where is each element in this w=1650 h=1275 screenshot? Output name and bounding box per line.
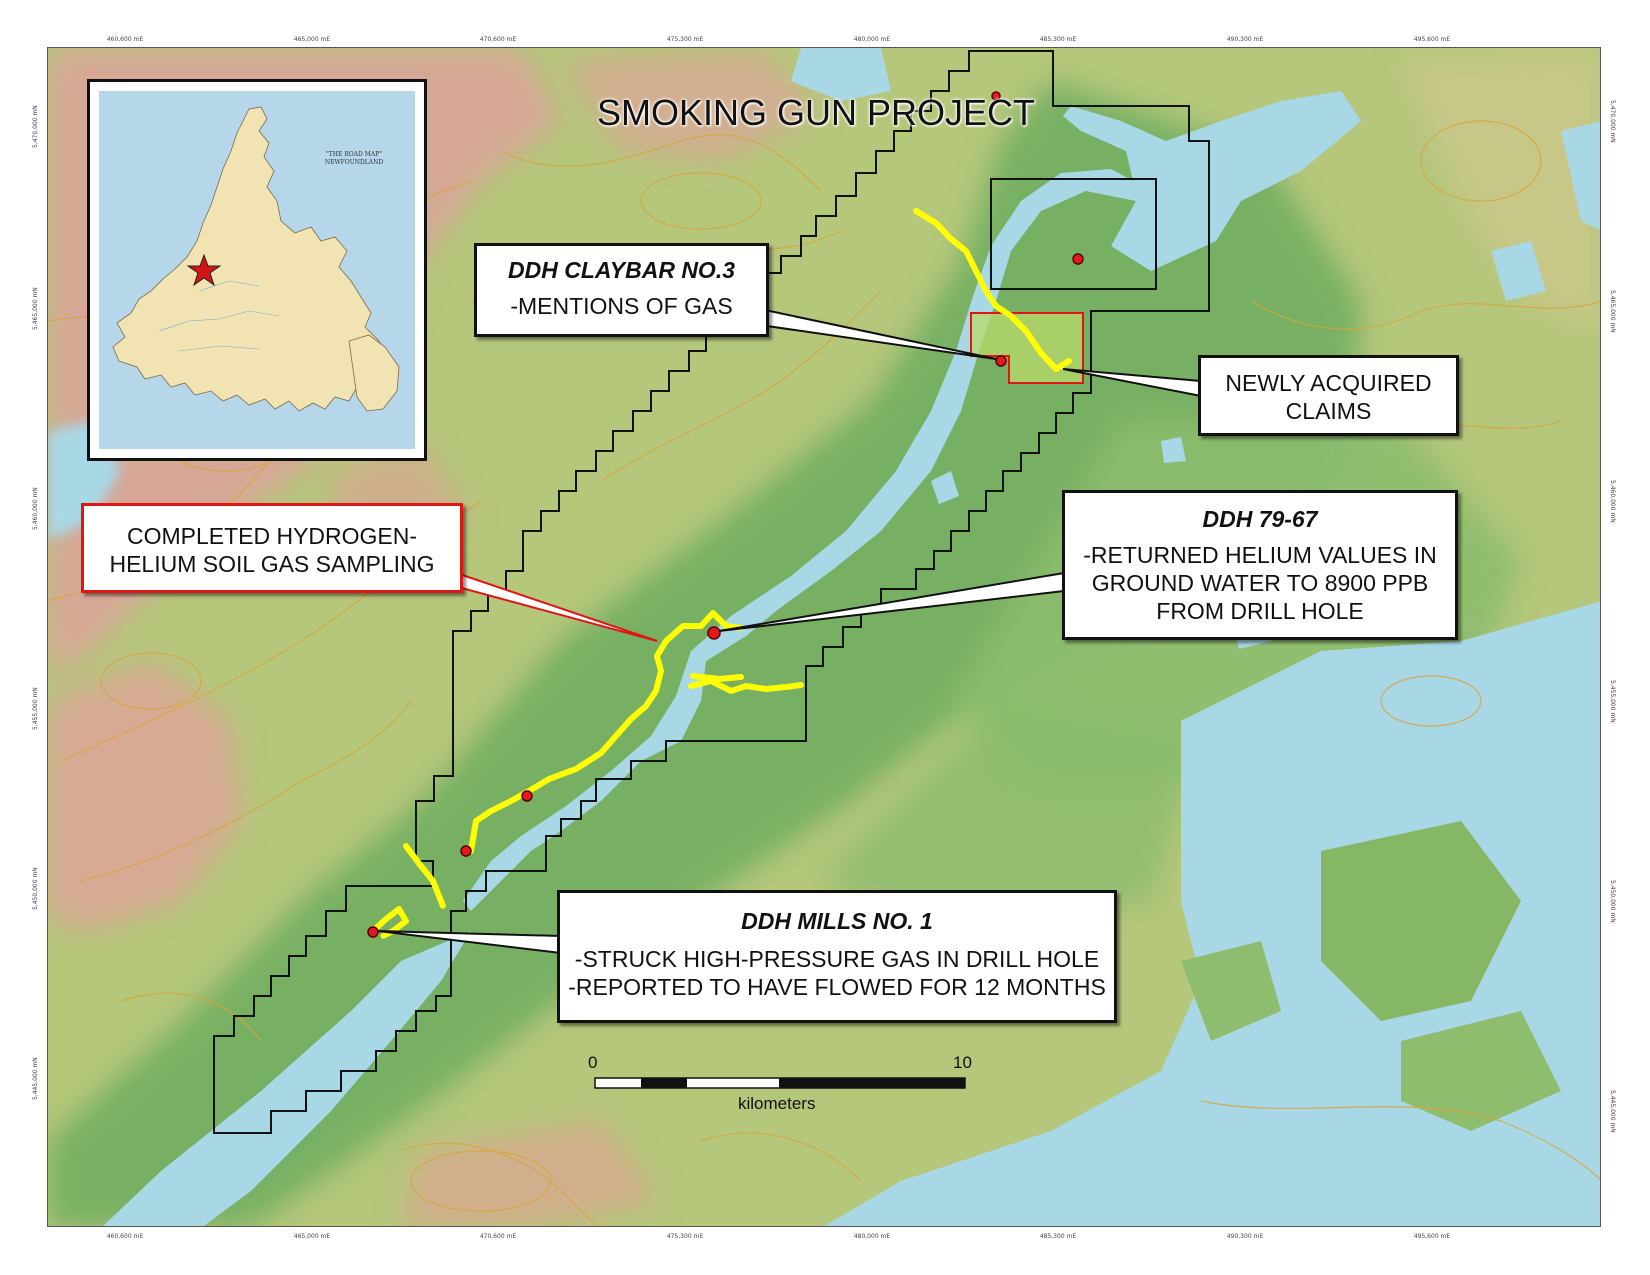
grid-label: 475,300 mE [666, 36, 704, 43]
grid-label: 490,300 mE [1226, 36, 1264, 43]
grid-label: 5,465,000 mN [1609, 290, 1616, 333]
inset-map: "THE ROAD MAP" NEWFOUNDLAND [87, 79, 427, 461]
grid-label: 5,450,000 mN [1609, 880, 1616, 923]
soil-gas-lines [370, 208, 1072, 939]
callout-ddh-79-67: DDH 79-67 -RETURNED HELIUM VALUES IN GRO… [1062, 490, 1458, 640]
inset-map-title: "THE ROAD MAP" NEWFOUNDLAND [324, 151, 384, 166]
grid-label: 465,000 mE [293, 1233, 331, 1240]
water-bodies [48, 48, 1600, 1226]
callout-ddh-79-67-heading: DDH 79-67 [1202, 506, 1318, 532]
grid-label: 475,300 mE [666, 1233, 704, 1240]
grid-label: 5,460,000 mN [32, 487, 39, 530]
drill-hole-claybar [995, 355, 1007, 367]
inset-map-image: "THE ROAD MAP" NEWFOUNDLAND [99, 91, 415, 449]
grid-label: 5,450,000 mN [32, 867, 39, 910]
grid-label: 5,445,000 mN [32, 1057, 39, 1100]
scale-bar-start-label: 0 [588, 1053, 598, 1072]
callout-mills-heading: DDH MILLS NO. 1 [741, 908, 933, 934]
grid-label: 465,000 mE [293, 36, 331, 43]
grid-label: 460,600 mE [106, 36, 144, 43]
callout-mills-line1: -STRUCK HIGH-PRESSURE GAS IN DRILL HOLE [574, 946, 1100, 972]
newfoundland-outline [99, 91, 415, 449]
claims-block-north [990, 178, 1157, 290]
drill-holes [367, 91, 1084, 938]
callout-mills: DDH MILLS NO. 1 -STRUCK HIGH-PRESSURE GA… [557, 890, 1117, 1023]
scale-bar-unit: kilometers [738, 1094, 816, 1113]
grid-label: 495,600 mE [1413, 1233, 1451, 1240]
grid-label: 5,470,000 mN [32, 105, 39, 148]
map-title: SMOKING GUN PROJECT [597, 92, 1036, 133]
grid-label: 470,600 mE [479, 1233, 517, 1240]
grid-label: 5,460,000 mN [1609, 480, 1616, 523]
grid-label: 490,300 mE [1226, 1233, 1264, 1240]
callout-claybar-heading: DDH CLAYBAR NO.3 [507, 257, 736, 283]
callout-new-claims: NEWLY ACQUIRED CLAIMS [1198, 355, 1459, 436]
callout-ddh-79-67-line1: -RETURNED HELIUM VALUES IN [1083, 542, 1437, 568]
callout-ddh-79-67-line3: FROM DRILL HOLE [1156, 598, 1364, 624]
grid-label: 480,000 mE [853, 1233, 891, 1240]
grid-label: 470,600 mE [479, 36, 517, 43]
drill-hole-marker [521, 790, 533, 802]
callout-pointers [377, 304, 1202, 955]
callout-mills-line2: -REPORTED TO HAVE FLOWED FOR 12 MONTHS [568, 974, 1106, 1000]
grid-label: 5,455,000 mN [32, 687, 39, 730]
grid-label: 460,600 mE [106, 1233, 144, 1240]
drill-hole-marker [991, 91, 1001, 101]
scale-bar-end-label: 10 [953, 1053, 972, 1072]
scale-bar [594, 1077, 966, 1089]
grid-label: 5,455,000 mN [1609, 680, 1616, 723]
callout-new-claims-line1: NEWLY ACQUIRED [1225, 370, 1432, 396]
callout-soil-gas: COMPLETED HYDROGEN- HELIUM SOIL GAS SAMP… [81, 503, 463, 593]
callout-ddh-79-67-line2: GROUND WATER TO 8900 PPB [1091, 570, 1429, 596]
callout-new-claims-line2: CLAIMS [1285, 398, 1372, 424]
drill-hole-marker [460, 845, 472, 857]
drill-hole-mills [367, 926, 379, 938]
callout-soil-gas-line1: COMPLETED HYDROGEN- [126, 523, 418, 549]
grid-label: 5,470,000 mN [1609, 100, 1616, 143]
grid-label: 5,445,000 mN [1609, 1090, 1616, 1133]
callout-claybar: DDH CLAYBAR NO.3 -MENTIONS OF GAS [474, 243, 769, 337]
grid-label: 485,300 mE [1039, 36, 1077, 43]
drill-hole-79-67 [707, 626, 721, 640]
grid-label: 5,465,000 mN [32, 287, 39, 330]
drill-hole-marker [1072, 253, 1084, 265]
callout-soil-gas-line2: HELIUM SOIL GAS SAMPLING [109, 551, 435, 577]
star-icon [187, 254, 221, 287]
grid-label: 495,600 mE [1413, 36, 1451, 43]
grid-label: 480,000 mE [853, 36, 891, 43]
grid-label: 485,300 mE [1039, 1233, 1077, 1240]
callout-claybar-text: -MENTIONS OF GAS [510, 293, 733, 319]
